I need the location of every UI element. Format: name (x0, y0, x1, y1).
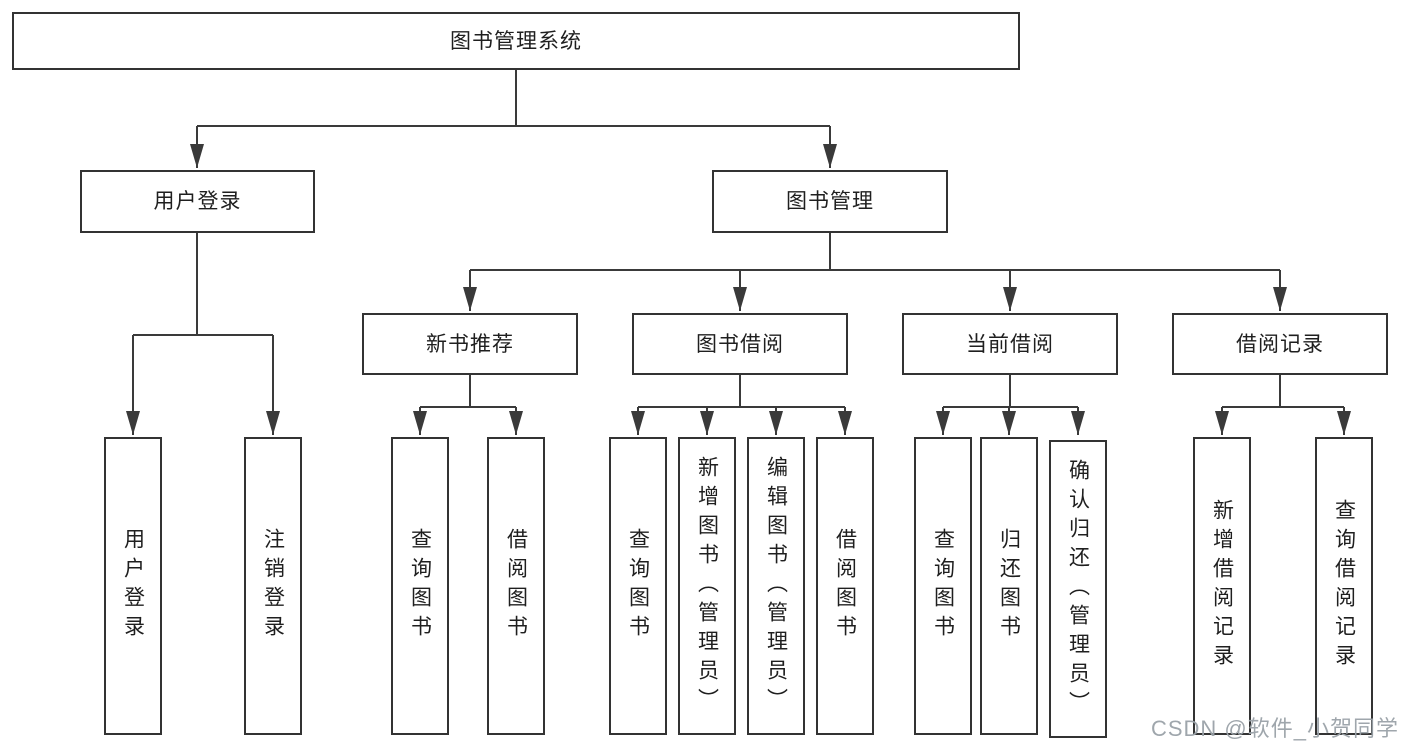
node-leaf-m3-confirm-return-admin: 确认归还（管理员） (1049, 440, 1107, 738)
node-leaf-m3-query-book: 查询图书 (914, 437, 972, 735)
node-leaf-m2-add-book-admin: 新增图书（管理员） (678, 437, 736, 735)
node-leaf-m1-query-book: 查询图书 (391, 437, 449, 735)
node-branch-book-mgmt: 图书管理 (712, 170, 948, 233)
node-leaf-user-login: 用户登录 (104, 437, 162, 735)
node-module-current-borrow: 当前借阅 (902, 313, 1118, 375)
node-leaf-m4-add-record: 新增借阅记录 (1193, 437, 1251, 735)
node-module-new-book: 新书推荐 (362, 313, 578, 375)
node-module-borrow-records: 借阅记录 (1172, 313, 1388, 375)
node-leaf-m1-borrow-book: 借阅图书 (487, 437, 545, 735)
node-leaf-logout: 注销登录 (244, 437, 302, 735)
node-leaf-m3-return-book: 归还图书 (980, 437, 1038, 735)
node-leaf-m2-query-book: 查询图书 (609, 437, 667, 735)
node-leaf-m2-edit-book-admin: 编辑图书（管理员） (747, 437, 805, 735)
node-branch-user-login: 用户登录 (80, 170, 315, 233)
node-module-book-borrow: 图书借阅 (632, 313, 848, 375)
csdn-watermark: CSDN @软件_小贺同学 (1150, 716, 1399, 741)
node-root: 图书管理系统 (12, 12, 1020, 70)
node-leaf-m4-query-record: 查询借阅记录 (1315, 437, 1373, 735)
node-leaf-m2-borrow-book: 借阅图书 (816, 437, 874, 735)
